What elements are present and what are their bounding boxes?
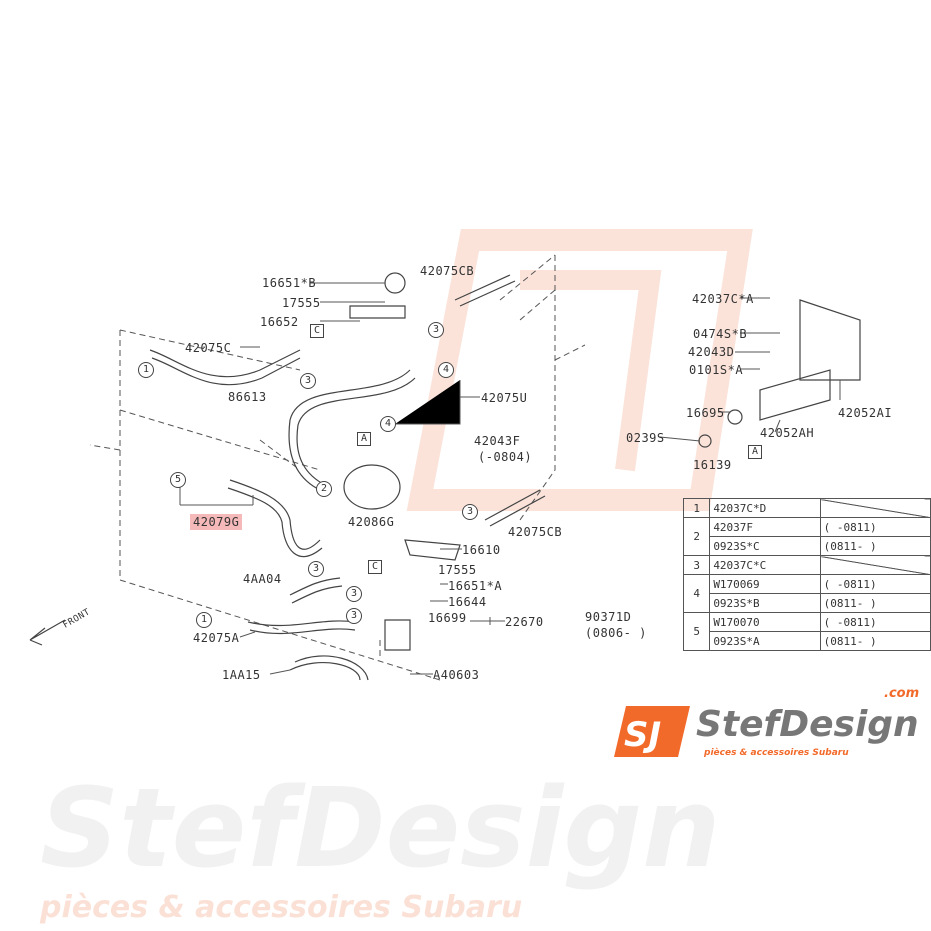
logo-tagline: pièces & accessoires Subaru xyxy=(704,748,849,758)
part-label[interactable]: 16139 xyxy=(693,458,732,472)
callout-3: 3 xyxy=(308,561,324,577)
ref-num: 4 xyxy=(682,574,711,613)
part-label[interactable]: 16695 xyxy=(686,406,725,420)
callout-3: 3 xyxy=(462,504,478,520)
part-label[interactable]: 0239S xyxy=(626,431,665,445)
callout-5: 5 xyxy=(170,472,186,488)
part-label[interactable]: 42037C*A xyxy=(692,292,754,306)
ref-num: 1 xyxy=(682,498,711,518)
ref-code[interactable]: 0923S*B xyxy=(709,593,821,613)
part-label[interactable]: 90371D xyxy=(585,610,632,624)
ref-num: 3 xyxy=(682,555,711,575)
part-label[interactable]: 17555 xyxy=(282,296,321,310)
part-label[interactable]: 42075C xyxy=(185,341,232,355)
callout-box-c: C xyxy=(368,560,382,574)
svg-text:SJ: SJ xyxy=(624,715,661,755)
watermark-tagline: pièces & accessoires Subaru xyxy=(40,890,523,925)
part-label[interactable]: 1AA15 xyxy=(222,668,261,682)
ref-range-empty xyxy=(819,498,931,518)
part-label[interactable]: 42043F xyxy=(474,434,521,448)
part-label[interactable]: 16699 xyxy=(428,611,467,625)
ref-code[interactable]: 42037F xyxy=(709,517,821,537)
callout-2: 2 xyxy=(316,481,332,497)
part-label[interactable]: 42075CB xyxy=(420,264,475,278)
callout-box-a: A xyxy=(357,432,371,446)
part-label[interactable]: 16651*A xyxy=(448,579,503,593)
ref-num: 2 xyxy=(682,517,711,556)
ref-code[interactable]: W170070 xyxy=(709,612,821,632)
part-label[interactable]: 17555 xyxy=(438,563,477,577)
part-label[interactable]: 42086G xyxy=(348,515,395,529)
part-label[interactable]: 42052AI xyxy=(838,406,893,420)
callout-4: 4 xyxy=(380,416,396,432)
part-label[interactable]: 42075CB xyxy=(508,525,563,539)
part-label[interactable]: 22670 xyxy=(505,615,544,629)
callout-1: 1 xyxy=(138,362,154,378)
sj-logo-mark: SJ xyxy=(614,706,690,757)
callout-1: 1 xyxy=(196,612,212,628)
part-label[interactable]: 0101S*A xyxy=(689,363,744,377)
part-label[interactable]: 42075A xyxy=(193,631,240,645)
ref-code[interactable]: 0923S*C xyxy=(709,536,821,556)
part-label[interactable]: 42052AH xyxy=(760,426,815,440)
ref-code[interactable]: 42037C*C xyxy=(709,555,821,575)
ref-code[interactable]: 42037C*D xyxy=(709,498,821,518)
ref-code[interactable]: 0923S*A xyxy=(709,631,821,651)
part-label-range: (-0804) xyxy=(478,450,533,464)
part-label[interactable]: A40603 xyxy=(433,668,480,682)
callout-4: 4 xyxy=(438,362,454,378)
part-label[interactable]: 86613 xyxy=(228,390,267,404)
logo-brand: StefDesign xyxy=(696,704,919,745)
logo-dotcom: .com xyxy=(884,686,920,701)
part-label[interactable]: 16610 xyxy=(462,543,501,557)
ref-range: (0811- ) xyxy=(819,631,931,651)
callout-3: 3 xyxy=(346,586,362,602)
ref-range: (0811- ) xyxy=(819,593,931,613)
part-label[interactable]: 0474S*B xyxy=(693,327,748,341)
ref-range: ( -0811) xyxy=(819,574,931,594)
part-label-range: (0806- ) xyxy=(585,626,647,640)
callout-3: 3 xyxy=(346,608,362,624)
part-label[interactable]: 16644 xyxy=(448,595,487,609)
part-label[interactable]: 4AA04 xyxy=(243,572,282,586)
ref-range: ( -0811) xyxy=(819,517,931,537)
part-label[interactable]: 42075U xyxy=(481,391,528,405)
part-label[interactable]: 16651*B xyxy=(262,276,317,290)
ref-range: (0811- ) xyxy=(819,536,931,556)
callout-box-c: C xyxy=(310,324,324,338)
ref-code[interactable]: W170069 xyxy=(709,574,821,594)
watermark-brand: StefDesign xyxy=(40,764,721,892)
part-label[interactable]: 42043D xyxy=(688,345,735,359)
stefdesign-logo: SJ StefDesign .com pièces & accessoires … xyxy=(612,686,922,762)
callout-box-a: A xyxy=(748,445,762,459)
ref-num: 5 xyxy=(682,612,711,651)
part-label[interactable]: 16652 xyxy=(260,315,299,329)
ref-range: ( -0811) xyxy=(819,612,931,632)
ref-range-empty xyxy=(819,555,931,575)
callout-3: 3 xyxy=(428,322,444,338)
highlighted-part-label[interactable]: 42079G xyxy=(190,514,243,530)
callout-3: 3 xyxy=(300,373,316,389)
